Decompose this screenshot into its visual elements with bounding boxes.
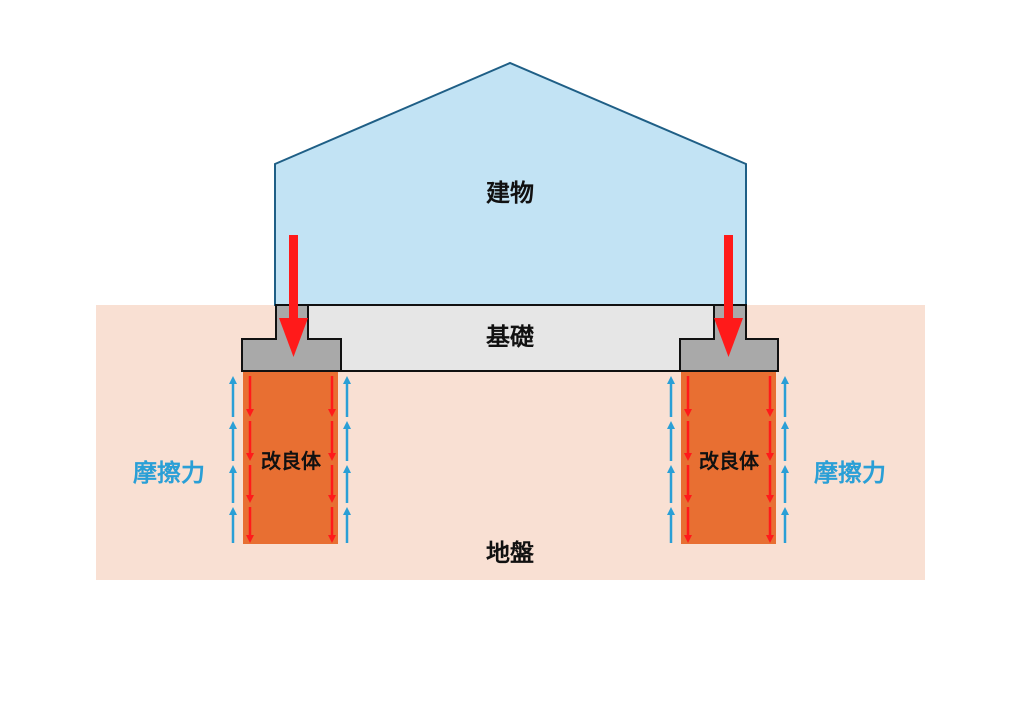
pile-load-arrow — [766, 376, 774, 417]
friction-arrow — [229, 421, 237, 461]
improved-body-right-label: 改良体 — [699, 449, 759, 473]
friction-arrows — [229, 376, 789, 543]
friction-arrow — [667, 421, 675, 461]
pile-load-arrow — [246, 376, 254, 417]
pile-load-arrow — [246, 465, 254, 503]
friction-right-label: 摩擦力 — [814, 459, 886, 487]
improved-body-right — [681, 372, 776, 544]
pile-load-arrow — [766, 507, 774, 543]
friction-arrow — [343, 421, 351, 461]
friction-left-label: 摩擦力 — [133, 459, 205, 487]
friction-arrow — [229, 376, 237, 417]
improved-body-left-label: 改良体 — [261, 449, 321, 473]
ground-label: 地盤 — [486, 539, 534, 567]
improved-body-left — [243, 372, 338, 544]
friction-arrow — [781, 376, 789, 417]
friction-arrow — [343, 507, 351, 543]
friction-arrow — [343, 376, 351, 417]
pile-load-arrow — [328, 507, 336, 543]
pile-load-arrow — [684, 421, 692, 461]
load-arrow-right — [714, 235, 743, 357]
friction-arrow — [229, 465, 237, 503]
friction-arrow — [667, 465, 675, 503]
pile-load-arrow — [684, 507, 692, 543]
friction-arrow — [781, 507, 789, 543]
pile-load-arrow — [328, 421, 336, 461]
load-arrow-left — [279, 235, 308, 357]
foundation-label: 基礎 — [486, 323, 534, 351]
friction-arrow — [781, 421, 789, 461]
friction-arrow — [667, 507, 675, 543]
pile-load-arrow — [684, 376, 692, 417]
friction-arrow — [343, 465, 351, 503]
friction-arrow — [667, 376, 675, 417]
pile-load-arrow — [766, 465, 774, 503]
pile-load-arrow — [684, 465, 692, 503]
foundation-slab — [307, 304, 715, 372]
pile-load-arrow — [328, 376, 336, 417]
pile-load-arrows — [246, 376, 774, 543]
building-label: 建物 — [486, 179, 534, 207]
building-shape — [274, 61, 747, 306]
pile-load-arrow — [246, 421, 254, 461]
pile-load-arrow — [766, 421, 774, 461]
pile-load-arrow — [246, 507, 254, 543]
friction-arrow — [781, 465, 789, 503]
friction-arrow — [229, 507, 237, 543]
pile-load-arrow — [328, 465, 336, 503]
